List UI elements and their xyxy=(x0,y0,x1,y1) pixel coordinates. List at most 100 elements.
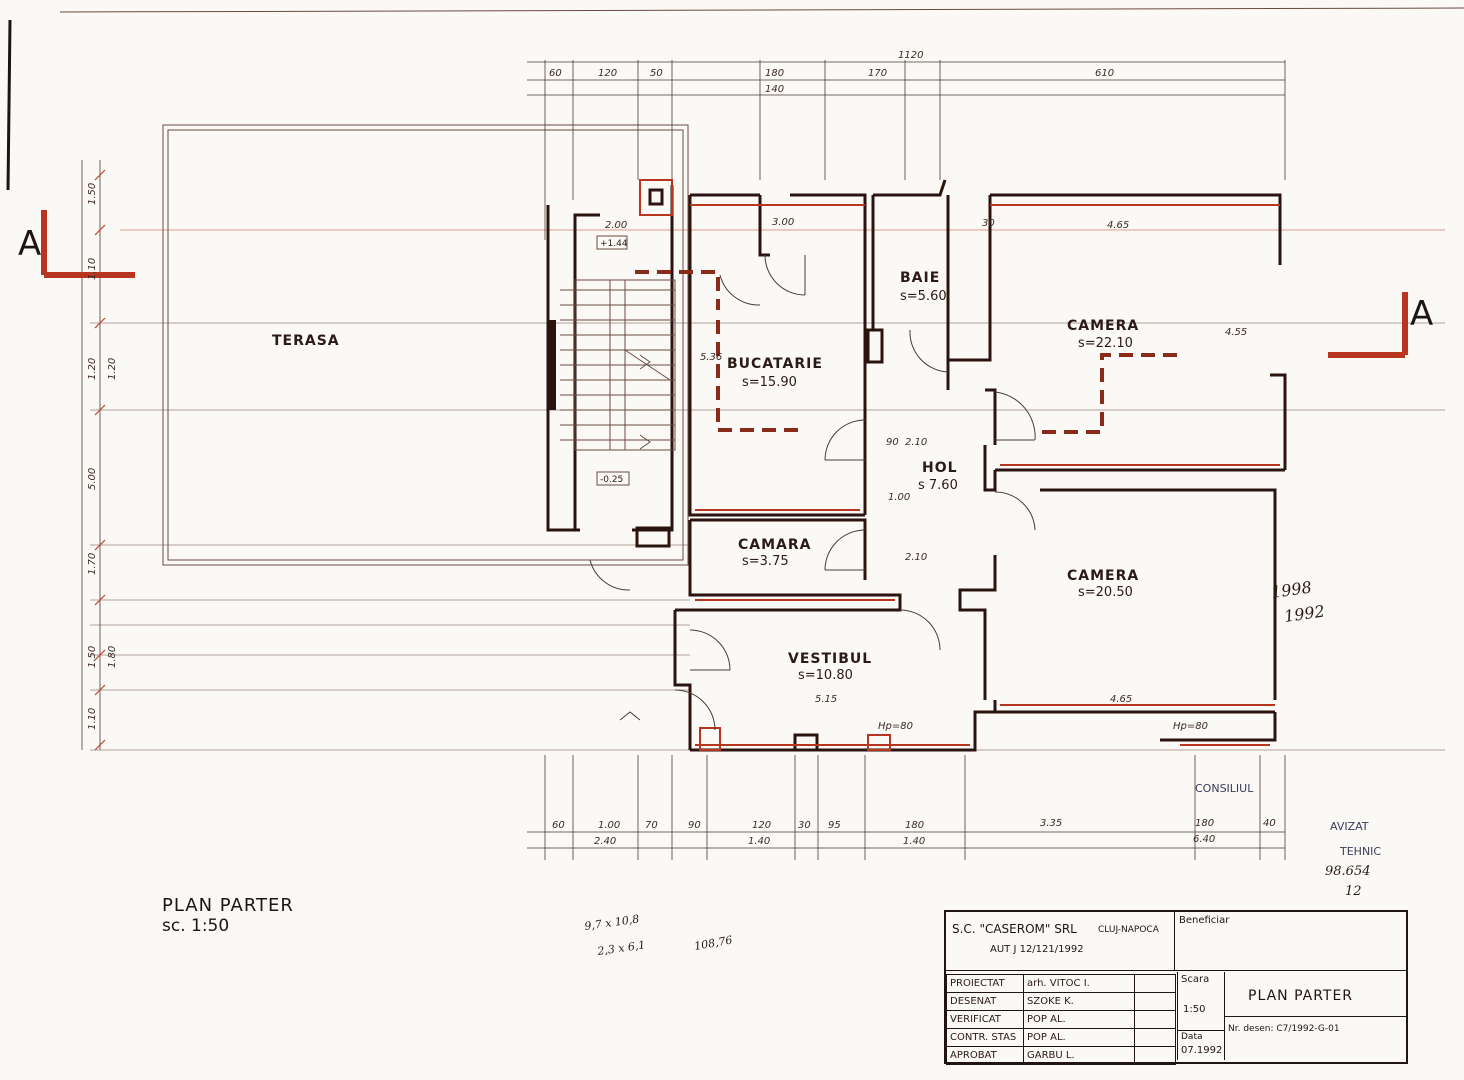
doors xyxy=(589,254,1036,731)
level-lower: -0.25 xyxy=(600,475,623,485)
scale-label: Scara xyxy=(1181,974,1210,985)
room-name-camera-1: CAMERA xyxy=(1067,318,1139,334)
dim-left-1: 1.10 xyxy=(87,258,98,280)
dim-bottom-5: 30 xyxy=(798,820,811,831)
scale-cell: Scara 1:50 Data 07.1992 xyxy=(1177,972,1225,1060)
dim-bottom-2: 70 xyxy=(645,820,658,831)
room-name-vestibul: VESTIBUL xyxy=(788,651,872,667)
dim-left-0: 1.50 xyxy=(87,183,98,205)
scale-value: 1:50 xyxy=(1183,1004,1206,1015)
dim-inner-0: 2.00 xyxy=(605,220,627,231)
dim-bottom-13: 1.40 xyxy=(903,836,925,847)
dim-inner-2: 4.65 xyxy=(1107,220,1129,231)
section-marker-right xyxy=(1328,292,1408,358)
sheet-title: PLAN PARTER xyxy=(1248,988,1354,1004)
dim-bottom-14: 6.40 xyxy=(1193,834,1215,845)
dim-bottom-7: 180 xyxy=(905,820,924,831)
dim-left-4: 5.00 xyxy=(87,468,98,490)
dim-bottom-10: 40 xyxy=(1263,818,1276,829)
left-dimension-chain xyxy=(81,160,106,751)
beneficiar-label: Beneficiar xyxy=(1179,915,1230,926)
signature-name: POP AL. xyxy=(1023,1010,1135,1029)
signature-role: CONTR. STAS xyxy=(946,1028,1024,1047)
room-area-hol: s 7.60 xyxy=(918,478,958,493)
signature-role: DESENAT xyxy=(946,992,1024,1011)
date-label: Data xyxy=(1181,1032,1203,1042)
dim-inner-9: 2.10 xyxy=(905,552,927,563)
level-upper: +1.44 xyxy=(600,239,628,249)
dim-bottom-4: 120 xyxy=(752,820,771,831)
room-area-baie: s=5.60 xyxy=(900,289,947,304)
date-value: 07.1992 xyxy=(1181,1045,1223,1056)
building-walls xyxy=(546,179,1287,752)
stamp-line-4: 98.654 xyxy=(1325,864,1371,879)
dim-left-2: 1.20 xyxy=(87,358,98,380)
dim-top-2: 50 xyxy=(650,68,663,79)
signature-mark xyxy=(1134,992,1176,1011)
stamp-line-2: AVIZAT xyxy=(1330,820,1369,833)
signature-role: VERIFICAT xyxy=(946,1010,1024,1029)
dim-inner-4: 4.55 xyxy=(1225,327,1247,338)
dim-bottom-0: 60 xyxy=(552,820,565,831)
dim-inner-11: 90 xyxy=(886,437,899,448)
dim-left-3: 1.20 xyxy=(107,358,118,380)
company-registration: AUT J 12/121/1992 xyxy=(990,944,1084,955)
beneficiar-cell: Beneficiar xyxy=(1175,912,1406,971)
room-area-camera-2: s=20.50 xyxy=(1078,585,1133,600)
sheet-border-left xyxy=(6,19,12,191)
plan-title: PLAN PARTER xyxy=(162,895,294,916)
dim-inner-8: 1.00 xyxy=(888,492,910,503)
dim-bottom-11: 2.40 xyxy=(594,836,616,847)
terrace-outline xyxy=(90,124,1445,751)
dim-top-1: 120 xyxy=(598,68,617,79)
signature-role: PROIECTAT xyxy=(946,974,1024,993)
signature-name: POP AL. xyxy=(1023,1028,1135,1047)
handwritten-note-3: 108,76 xyxy=(693,933,733,952)
room-area-bucatarie: s=15.90 xyxy=(742,375,797,390)
sheet-border-top xyxy=(59,7,1464,13)
dim-top-4: 140 xyxy=(765,84,784,95)
signature-mark xyxy=(1134,1010,1176,1029)
room-name-camera-2: CAMERA xyxy=(1067,568,1139,584)
staircase xyxy=(560,279,676,451)
signature-name: arh. VITOC I. xyxy=(1023,974,1135,993)
level-box-lower xyxy=(596,471,630,486)
dim-top-6: 610 xyxy=(1095,68,1114,79)
dim-top-0: 60 xyxy=(549,68,562,79)
drawing-number: Nr. desen: C7/1992-G-01 xyxy=(1228,1024,1340,1034)
room-area-camera-1: s=22.10 xyxy=(1078,336,1133,351)
signature-mark xyxy=(1134,974,1176,993)
sheet-title-cell: PLAN PARTER Nr. desen: C7/1992-G-01 xyxy=(1224,972,1406,1060)
stamp-line-1: CONSILIUL xyxy=(1195,782,1254,795)
stamp-line-5: 12 xyxy=(1345,884,1362,899)
dim-left-5: 1.70 xyxy=(87,553,98,575)
room-area-camara: s=3.75 xyxy=(742,554,789,569)
dim-inner-10: 30 xyxy=(982,218,995,229)
signature-name: SZOKE K. xyxy=(1023,992,1135,1011)
dim-inner-6: 5.15 xyxy=(815,694,837,705)
section-marker-left xyxy=(41,210,135,278)
dim-top-5: 170 xyxy=(868,68,887,79)
dim-bottom-9: 180 xyxy=(1195,818,1214,829)
red-wall-overlay xyxy=(690,204,1280,746)
signature-mark xyxy=(1134,1028,1176,1047)
sheet-divider xyxy=(1224,1016,1406,1017)
dashed-beams xyxy=(635,270,1180,434)
room-name-terasa: TERASA xyxy=(272,333,340,349)
company-name: S.C. "CASEROM" SRL xyxy=(952,922,1077,936)
handwritten-note-2: 2,3 x 6,1 xyxy=(596,938,647,958)
dim-inner-7: 2.10 xyxy=(905,437,927,448)
dim-inner-3: 5.36 xyxy=(700,352,722,363)
dim-bottom-3: 90 xyxy=(688,820,701,831)
plan-scale: sc. 1:50 xyxy=(162,916,230,936)
dim-bottom-6: 95 xyxy=(828,820,841,831)
handwritten-note-4: 1992 xyxy=(1283,601,1326,625)
signature-role: APROBAT xyxy=(946,1046,1024,1065)
dim-inner-1: 3.00 xyxy=(772,217,794,228)
top-dimension-chain xyxy=(527,60,1286,240)
